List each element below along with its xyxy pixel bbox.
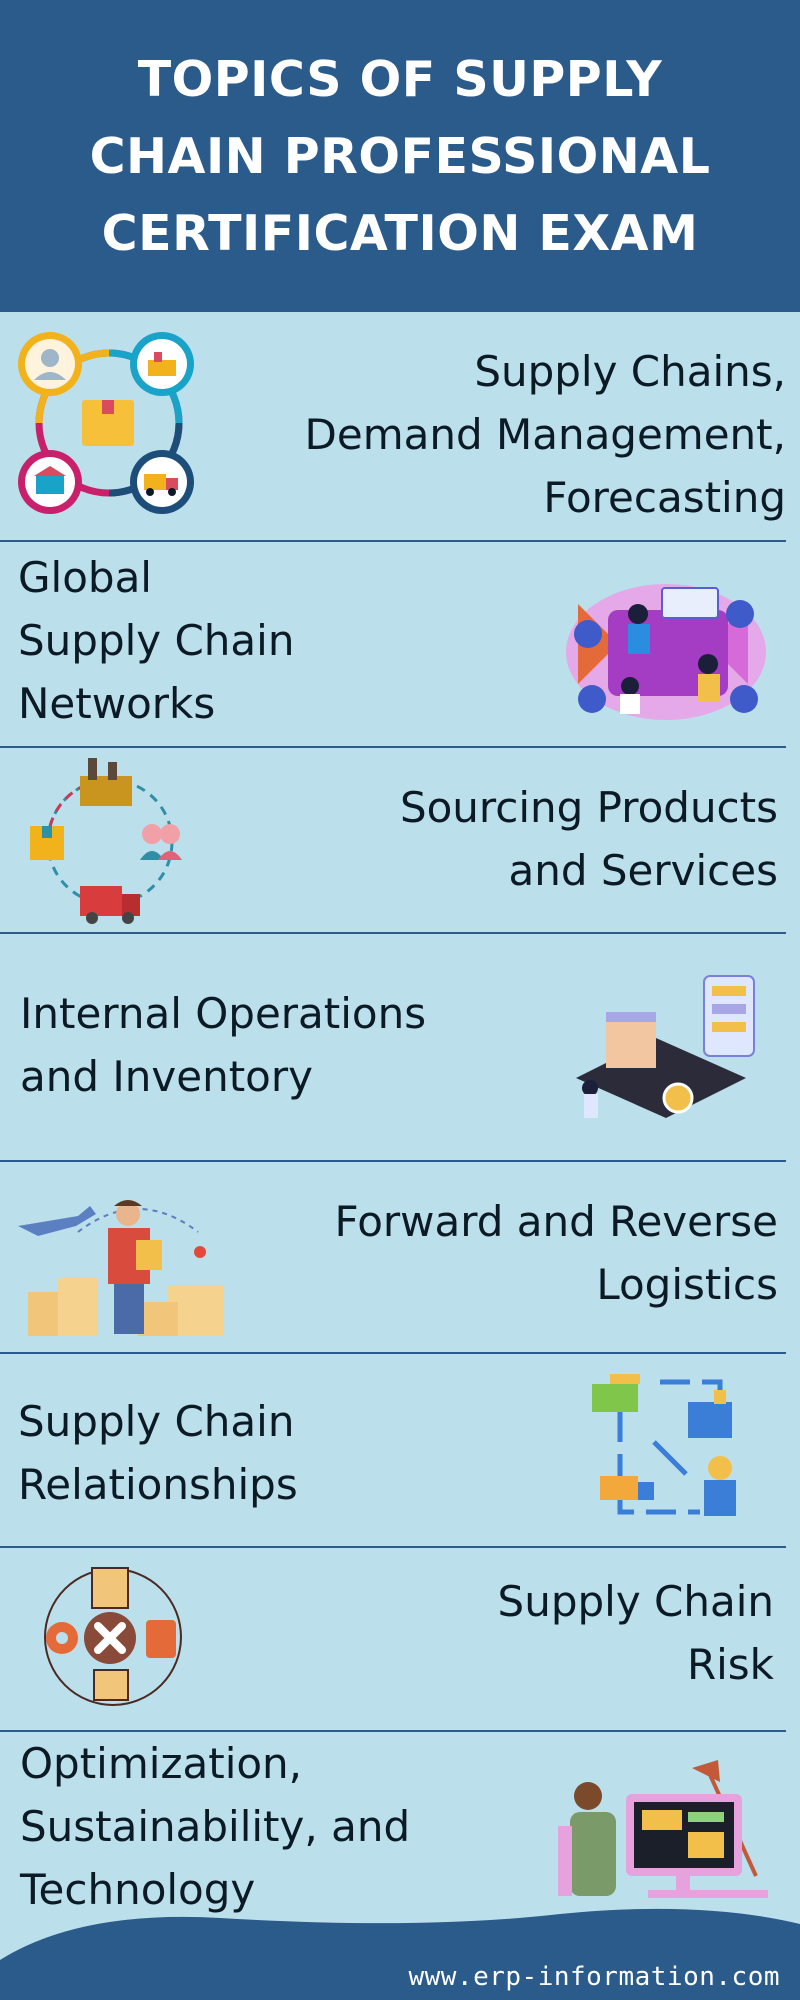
topic-line: Forecasting bbox=[543, 473, 786, 522]
topic-label: Sourcing Products and Services bbox=[400, 776, 778, 902]
title-line-3: CERTIFICATION EXAM bbox=[101, 204, 699, 262]
topic-line: Internal Operations bbox=[20, 989, 427, 1038]
website-url[interactable]: www.erp-information.com bbox=[408, 1962, 780, 1992]
topic-line: Supply Chain bbox=[497, 1577, 774, 1626]
topic-line: Logistics bbox=[596, 1260, 778, 1309]
topic-label: Internal Operations and Inventory bbox=[20, 982, 426, 1108]
risk-management-icon bbox=[44, 1567, 182, 1706]
title-line-2: CHAIN PROFESSIONAL bbox=[89, 127, 711, 185]
topic-line: Supply Chains, bbox=[474, 347, 786, 396]
topic-label: Supply Chains, Demand Management, Foreca… bbox=[305, 340, 786, 529]
supply-chain-cycle-icon bbox=[18, 332, 194, 514]
topic-global-networks: Global Supply Chain Networks bbox=[0, 542, 786, 748]
topic-line: Global bbox=[18, 553, 152, 602]
topic-logistics: Forward and Reverse Logistics bbox=[0, 1162, 786, 1354]
topic-line: Technology bbox=[20, 1865, 256, 1914]
topic-line: Relationships bbox=[18, 1460, 298, 1509]
relationship-network-icon bbox=[592, 1374, 736, 1516]
topic-supply-chains: Supply Chains, Demand Management, Foreca… bbox=[0, 312, 786, 542]
topic-label: Supply Chain Relationships bbox=[18, 1390, 298, 1516]
topic-risk: Supply Chain Risk bbox=[0, 1548, 786, 1732]
sourcing-cycle-icon bbox=[30, 758, 182, 924]
footer-wave bbox=[0, 1908, 800, 2000]
page-title: TOPICS OF SUPPLY CHAIN PROFESSIONAL CERT… bbox=[20, 41, 780, 272]
topic-line: Risk bbox=[686, 1640, 774, 1689]
topic-line: and Inventory bbox=[20, 1052, 313, 1101]
topic-line: Supply Chain bbox=[18, 616, 295, 665]
topic-line: Forward and Reverse bbox=[334, 1197, 778, 1246]
topic-label: Supply Chain Risk bbox=[498, 1570, 774, 1696]
header-banner: TOPICS OF SUPPLY CHAIN PROFESSIONAL CERT… bbox=[0, 0, 800, 312]
topic-relationships: Supply Chain Relationships bbox=[0, 1354, 786, 1548]
topic-internal-operations: Internal Operations and Inventory bbox=[0, 934, 786, 1162]
title-line-1: TOPICS OF SUPPLY bbox=[137, 50, 663, 108]
topic-line: Optimization, bbox=[20, 1739, 303, 1788]
technology-workstation-icon bbox=[558, 1760, 768, 1898]
topic-label: Forward and Reverse Logistics bbox=[335, 1190, 778, 1316]
topic-line: Sustainability, and bbox=[20, 1802, 411, 1851]
logistics-courier-icon bbox=[18, 1200, 224, 1336]
topic-line: Sourcing Products bbox=[399, 783, 778, 832]
topic-sourcing: Sourcing Products and Services bbox=[0, 748, 786, 934]
topic-label: Global Supply Chain Networks bbox=[18, 546, 294, 735]
topic-line: and Services bbox=[508, 846, 778, 895]
warehouse-operations-icon bbox=[576, 975, 755, 1118]
topic-optimization: Optimization, Sustainability, and Techno… bbox=[0, 1732, 786, 1932]
topic-label: Optimization, Sustainability, and Techno… bbox=[20, 1732, 410, 1921]
topic-line: Networks bbox=[18, 679, 216, 728]
global-network-illustration-icon bbox=[566, 584, 766, 720]
topic-line: Supply Chain bbox=[18, 1397, 295, 1446]
topic-line: Demand Management, bbox=[304, 410, 786, 459]
